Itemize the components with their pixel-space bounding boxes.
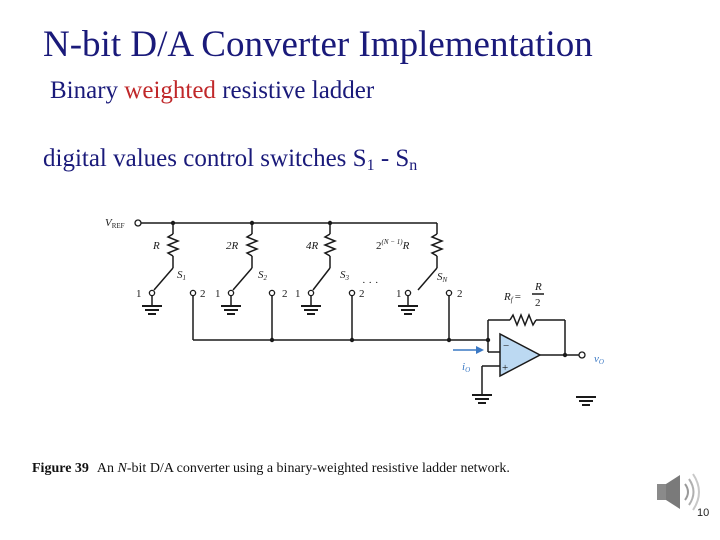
sn-pos1-label: 1 (396, 288, 402, 300)
vref-label: VREF (105, 217, 125, 230)
s3-label: S3 (340, 269, 350, 282)
bullet-part-1: digital values control switches S (43, 145, 367, 172)
s2-label: S2 (258, 269, 268, 282)
switch-s1: S1 1 2 (136, 267, 206, 300)
switch-sn: SN 1 2 (396, 267, 463, 300)
rf-numerator: R (534, 281, 542, 293)
subtitle-highlight: weighted (124, 77, 216, 104)
subtitle-part-2: resistive ladder (215, 77, 375, 104)
bullet-text: digital values control switches S1 - Sn (43, 146, 417, 174)
sn-pos2-label: 2 (457, 288, 463, 300)
summing-bus (192, 296, 500, 353)
switch-s3: S3 1 2 (295, 267, 365, 300)
resistor-r2: 2R (226, 223, 260, 268)
sn-label: SN (437, 271, 448, 284)
figure-caption: Figure 39 An N-bit D/A converter using a … (32, 461, 510, 477)
s3-pos2-label: 2 (359, 288, 365, 300)
rn-label: 2(N − 1)R (376, 238, 410, 252)
resistor-r3: 4R (306, 223, 338, 268)
s1-label: S1 (177, 269, 186, 282)
resistor-rn: 2(N − 1)R (376, 223, 445, 268)
speaker-icon[interactable] (657, 473, 700, 511)
io-current-arrow: iO (453, 346, 484, 374)
slide-title: N-bit D/A Converter Implementation (43, 24, 593, 65)
opamp-minus: − (503, 340, 509, 352)
io-label: iO (462, 361, 470, 374)
ellipsis-label: · · · (362, 277, 379, 289)
r1-label: R (152, 240, 160, 252)
r2-label: 2R (226, 240, 239, 252)
opamp-plus: + (502, 362, 508, 374)
page-number: 10 (697, 507, 710, 519)
slide-subtitle: Binary weighted resistive ladder (50, 78, 374, 103)
vo-label: vO (594, 353, 604, 366)
subtitle-part-1: Binary (50, 77, 125, 104)
s1-pos2-label: 2 (200, 288, 206, 300)
caption-text-prefix: An (96, 461, 118, 476)
s1-pos1-label: 1 (136, 288, 142, 300)
caption-label: Figure 39 (32, 461, 89, 476)
s2-pos1-label: 1 (215, 288, 221, 300)
op-amp: − + vO (472, 332, 604, 406)
caption-text: -bit D/A converter using a binary-weight… (126, 461, 510, 476)
switch-s2: S2 1 2 (215, 267, 288, 300)
s3-pos1-label: 1 (295, 288, 301, 300)
r3-label: 4R (306, 240, 319, 252)
feedback-resistor: Rf= R 2 (487, 281, 566, 355)
resistor-r1: R (152, 223, 181, 268)
bullet-sub-1: 1 (366, 157, 375, 174)
s2-pos2-label: 2 (282, 288, 288, 300)
rf-label: Rf= (503, 291, 521, 304)
rf-denominator: 2 (535, 297, 541, 309)
bullet-part-2: - S (374, 145, 410, 172)
caption-italic: N (117, 461, 127, 476)
bullet-sub-n: n (409, 157, 418, 174)
switch-grounds (142, 296, 418, 315)
vref-bus: VREF (105, 217, 437, 230)
